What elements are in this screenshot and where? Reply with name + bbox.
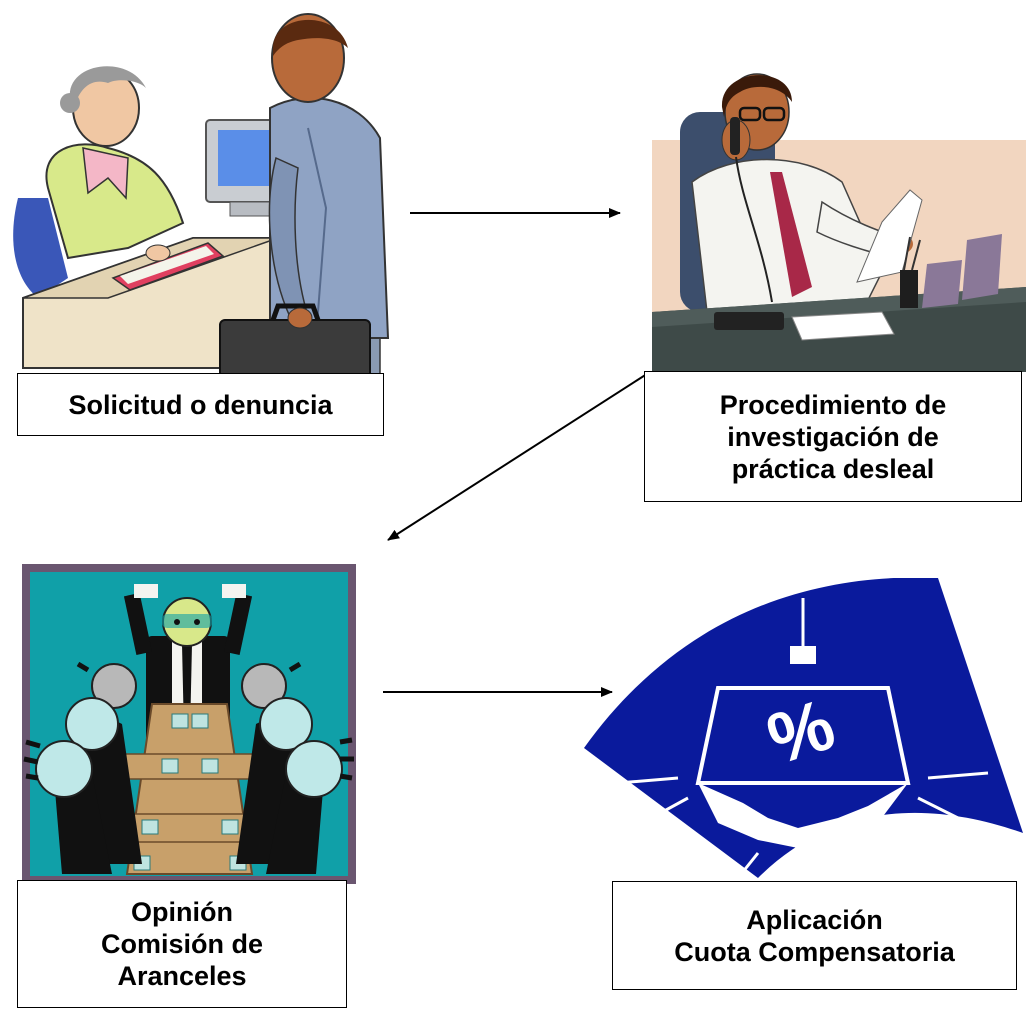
solicitud-line-1: Solicitud o denuncia bbox=[68, 389, 333, 420]
percent-weight-illustration: % bbox=[584, 578, 1023, 879]
aplicacion-line-1: Aplicación bbox=[746, 904, 883, 935]
committee-meeting-illustration bbox=[22, 564, 356, 884]
aplicacion-line-2: Cuota Compensatoria bbox=[674, 936, 955, 967]
opinion-line-1: Opinión bbox=[131, 897, 233, 927]
opinion-line-2: Comisión de bbox=[100, 929, 263, 959]
opinion-line-3: Aranceles bbox=[117, 961, 247, 991]
procedimiento-line-1: Procedimiento de bbox=[719, 389, 947, 420]
step-solicitud-label: Solicitud o denuncia bbox=[17, 373, 384, 436]
office-clerk-illustration bbox=[13, 13, 390, 378]
arrow-to-committee bbox=[387, 371, 651, 541]
businessman-on-phone-illustration bbox=[652, 73, 1026, 372]
step-opinion-label: Opinión Comisión de Aranceles bbox=[17, 880, 347, 1008]
step-procedimiento-label: Procedimiento de investigación de prácti… bbox=[644, 371, 1022, 502]
step-aplicacion-label: Aplicación Cuota Compensatoria bbox=[612, 881, 1017, 990]
procedimiento-line-2: investigación de bbox=[727, 421, 939, 452]
procedimiento-line-3: práctica desleal bbox=[731, 453, 935, 484]
